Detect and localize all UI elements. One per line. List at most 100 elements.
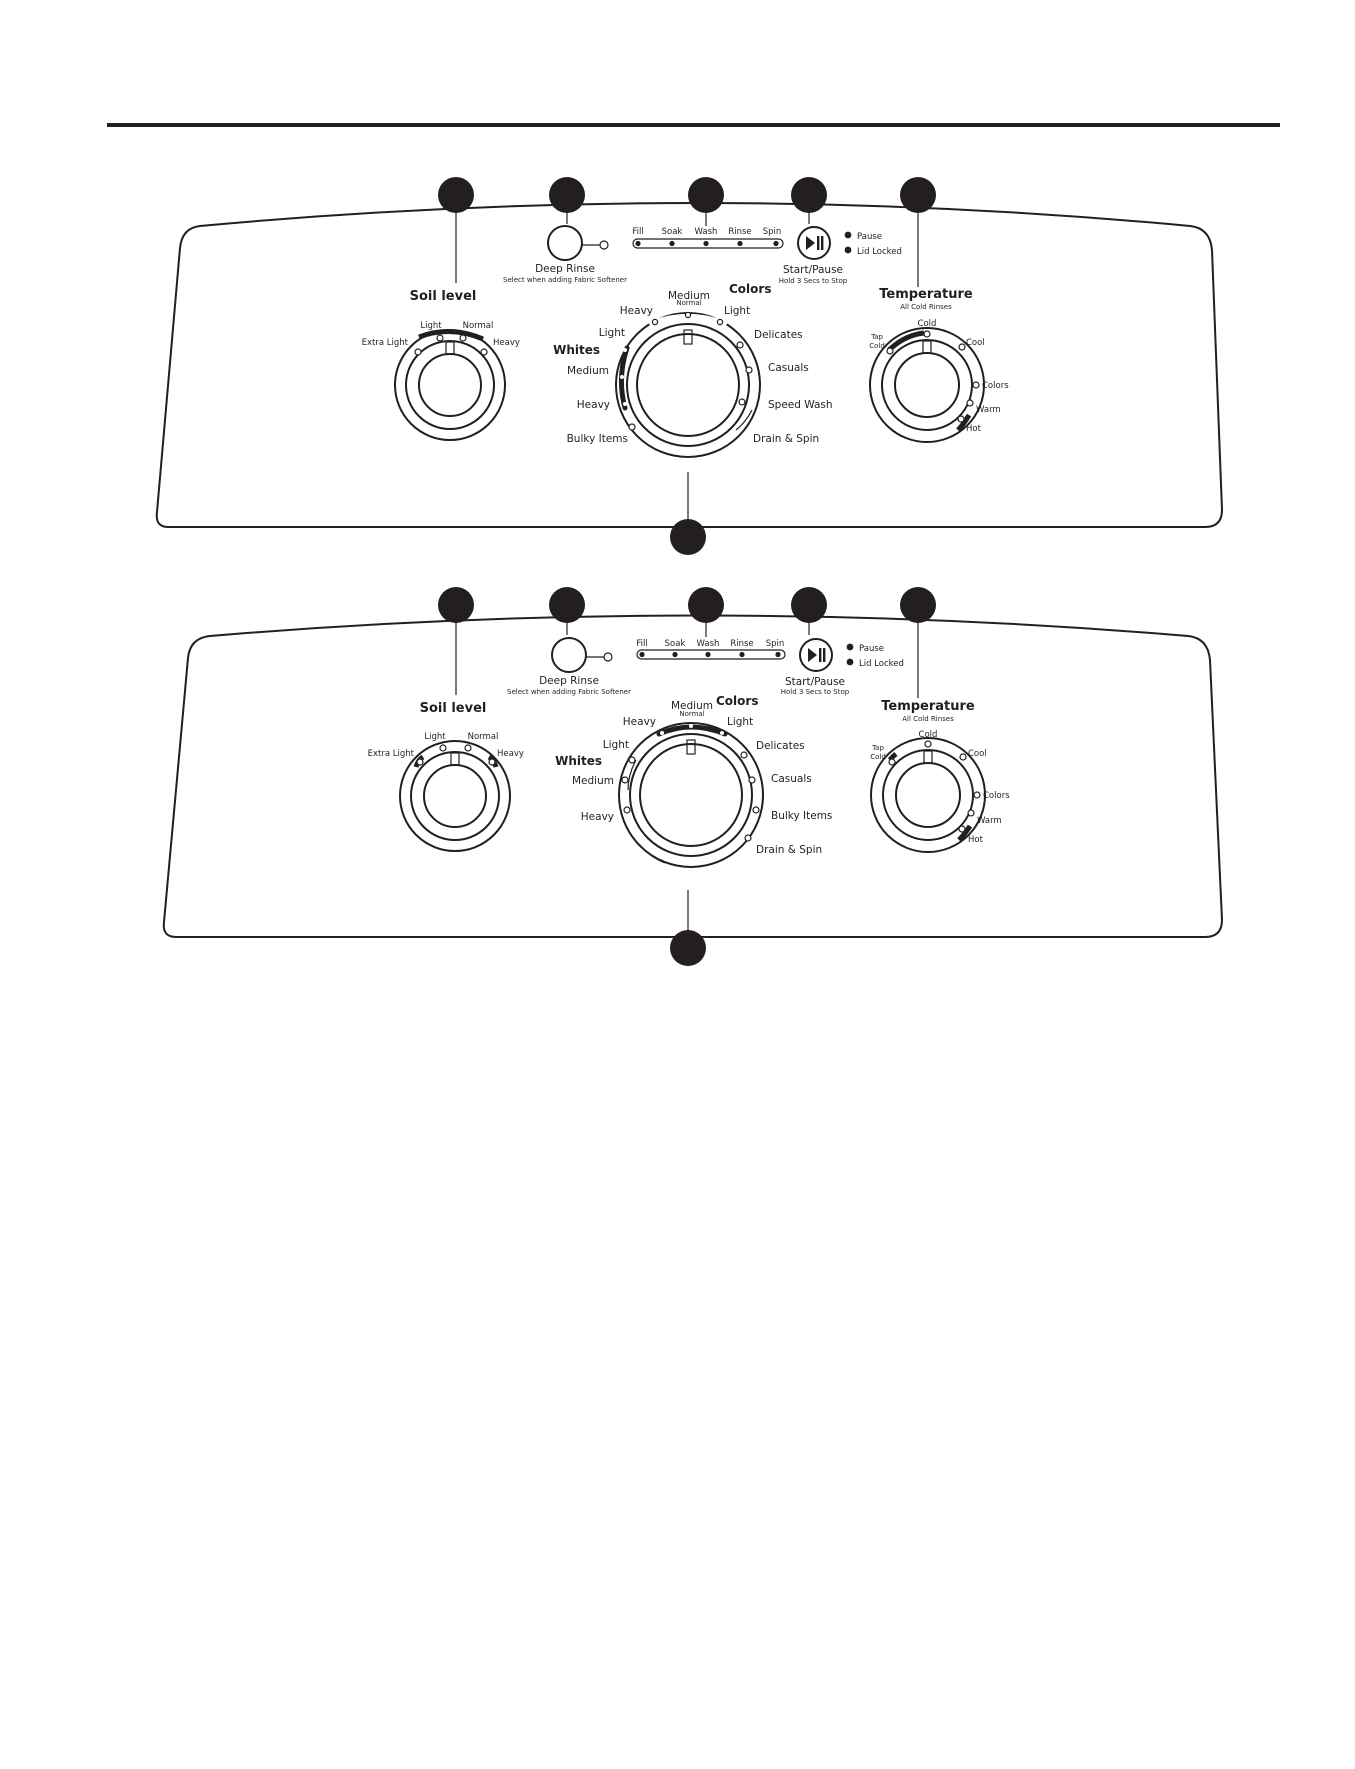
cycle-colors-heading: Colors bbox=[716, 694, 758, 708]
soil-option-heavy: Heavy bbox=[497, 749, 524, 759]
status-soak: Soak bbox=[662, 227, 683, 237]
lid-locked-indicator-icon bbox=[846, 658, 854, 666]
cycle-colors-light: Light bbox=[724, 305, 750, 317]
start-pause-button[interactable] bbox=[799, 638, 833, 672]
cycle-status-bar: Fill Soak Wash Rinse Spin bbox=[636, 639, 786, 660]
temperature-control: Temperature All Cold Rinses Tap Cold Col… bbox=[870, 699, 1010, 853]
soil-knob-outer[interactable] bbox=[394, 329, 506, 441]
callout-cycle bbox=[670, 519, 706, 555]
status-spin: Spin bbox=[766, 639, 785, 649]
temp-option-tap-line1: Tap bbox=[870, 333, 883, 341]
deep-rinse-label: Deep Rinse bbox=[535, 263, 595, 275]
temperature-title: Temperature bbox=[879, 287, 973, 302]
cycle-bulky-items: Bulky Items bbox=[567, 433, 628, 445]
lid-locked-indicator-label: Lid Locked bbox=[857, 247, 902, 257]
cycle-speed-wash: Speed Wash bbox=[768, 399, 833, 411]
deep-rinse-sub: Select when adding Fabric Softener bbox=[503, 276, 627, 284]
temperature-sub: All Cold Rinses bbox=[900, 303, 952, 311]
soil-option-normal: Normal bbox=[463, 321, 494, 331]
cycle-whites-light: Light bbox=[599, 327, 625, 339]
callout-markers bbox=[438, 177, 936, 555]
soil-option-light: Light bbox=[424, 732, 446, 742]
callout-status bbox=[688, 587, 724, 623]
soil-knob-pointer bbox=[445, 341, 455, 355]
temperature-knob-pointer bbox=[922, 340, 932, 354]
temp-option-colors: Colors bbox=[983, 791, 1010, 801]
temp-option-cold: Cold bbox=[919, 730, 938, 740]
temp-option-cool: Cool bbox=[968, 749, 987, 759]
temperature-title: Temperature bbox=[881, 699, 975, 714]
cycle-drain-spin: Drain & Spin bbox=[753, 433, 819, 445]
cycle-selector: Colors Medium Normal Heavy Light Whites … bbox=[553, 282, 833, 458]
start-pause-control: Start/Pause Hold 3 Secs to Stop Pause Li… bbox=[779, 226, 902, 285]
temperature-knob-outer[interactable] bbox=[869, 327, 985, 443]
cycle-colors-light: Light bbox=[727, 716, 753, 728]
soil-option-extra-light: Extra Light bbox=[362, 338, 409, 348]
soil-option-extra-light: Extra Light bbox=[368, 749, 415, 759]
temperature-knob-outer[interactable] bbox=[870, 737, 986, 853]
cycle-casuals: Casuals bbox=[768, 362, 809, 374]
start-pause-sub: Hold 3 Secs to Stop bbox=[781, 688, 850, 696]
temp-option-warm: Warm bbox=[977, 816, 1002, 826]
temperature-control: Temperature All Cold Rinses Tap Cold Col… bbox=[869, 287, 1009, 443]
cycle-knob-outer[interactable] bbox=[618, 722, 764, 868]
temp-option-tap-line2: Cold bbox=[870, 753, 886, 761]
cycle-drain-spin: Drain & Spin bbox=[756, 844, 822, 856]
start-pause-control: Start/Pause Hold 3 Secs to Stop Pause Li… bbox=[781, 638, 904, 696]
cycle-knob-pointer bbox=[683, 329, 693, 345]
start-pause-sub: Hold 3 Secs to Stop bbox=[779, 277, 848, 285]
control-panel-1: Soil level Extra Light Light Normal Heav… bbox=[155, 177, 1224, 555]
status-rinse: Rinse bbox=[730, 639, 753, 649]
temp-option-hot: Hot bbox=[968, 835, 984, 845]
callout-soil bbox=[438, 177, 474, 213]
play-pause-icon bbox=[806, 236, 815, 250]
cycle-colors-heavy: Heavy bbox=[623, 716, 656, 728]
temp-option-cold: Cold bbox=[918, 319, 937, 329]
soil-option-heavy: Heavy bbox=[493, 338, 520, 348]
panel-outline bbox=[155, 202, 1224, 528]
temp-option-hot: Hot bbox=[966, 424, 982, 434]
soil-knob-outer[interactable] bbox=[399, 740, 511, 852]
deep-rinse-control: Deep Rinse Select when adding Fabric Sof… bbox=[503, 225, 627, 284]
callout-markers bbox=[438, 587, 936, 966]
temp-option-tap-line2: Cold bbox=[869, 342, 885, 350]
callout-start bbox=[791, 587, 827, 623]
colors-active-arc bbox=[656, 724, 728, 737]
cycle-whites-heavy: Heavy bbox=[577, 399, 610, 411]
cycle-delicates: Delicates bbox=[756, 740, 805, 752]
deep-rinse-button[interactable] bbox=[547, 225, 583, 261]
control-panel-2: Soil level Extra Light Light Normal Heav… bbox=[162, 587, 1224, 966]
status-soak: Soak bbox=[665, 639, 686, 649]
start-pause-button[interactable] bbox=[797, 226, 831, 260]
callout-status bbox=[688, 177, 724, 213]
cycle-whites-heading: Whites bbox=[553, 343, 600, 357]
cycle-whites-heading: Whites bbox=[555, 754, 602, 768]
pause-indicator-icon bbox=[844, 231, 852, 239]
status-rinse: Rinse bbox=[728, 227, 751, 237]
cycle-knob-pointer bbox=[686, 739, 696, 755]
deep-rinse-indicator bbox=[603, 652, 613, 662]
soil-level-control: Soil level Extra Light Light Normal Heav… bbox=[362, 289, 520, 441]
cycle-colors-normal: Normal bbox=[676, 299, 701, 307]
soil-option-normal: Normal bbox=[468, 732, 499, 742]
deep-rinse-indicator bbox=[599, 240, 609, 250]
status-wash: Wash bbox=[695, 227, 718, 237]
cycle-selector: Colors Medium Normal Heavy Light Whites … bbox=[555, 694, 832, 868]
play-pause-icon bbox=[808, 648, 817, 662]
pause-indicator-icon bbox=[846, 643, 854, 651]
cycle-casuals: Casuals bbox=[771, 773, 812, 785]
cycle-bulky-items: Bulky Items bbox=[771, 810, 832, 822]
soil-level-title: Soil level bbox=[410, 289, 477, 304]
soil-knob-pointer bbox=[450, 752, 460, 766]
callout-temperature bbox=[900, 177, 936, 213]
temperature-sub: All Cold Rinses bbox=[902, 715, 954, 723]
callout-deep-rinse bbox=[549, 587, 585, 623]
temp-option-colors: Colors bbox=[982, 381, 1009, 391]
start-pause-label: Start/Pause bbox=[783, 264, 843, 276]
status-fill: Fill bbox=[632, 227, 643, 237]
callout-soil bbox=[438, 587, 474, 623]
callout-cycle bbox=[670, 930, 706, 966]
callout-deep-rinse bbox=[549, 177, 585, 213]
deep-rinse-button[interactable] bbox=[551, 637, 587, 673]
